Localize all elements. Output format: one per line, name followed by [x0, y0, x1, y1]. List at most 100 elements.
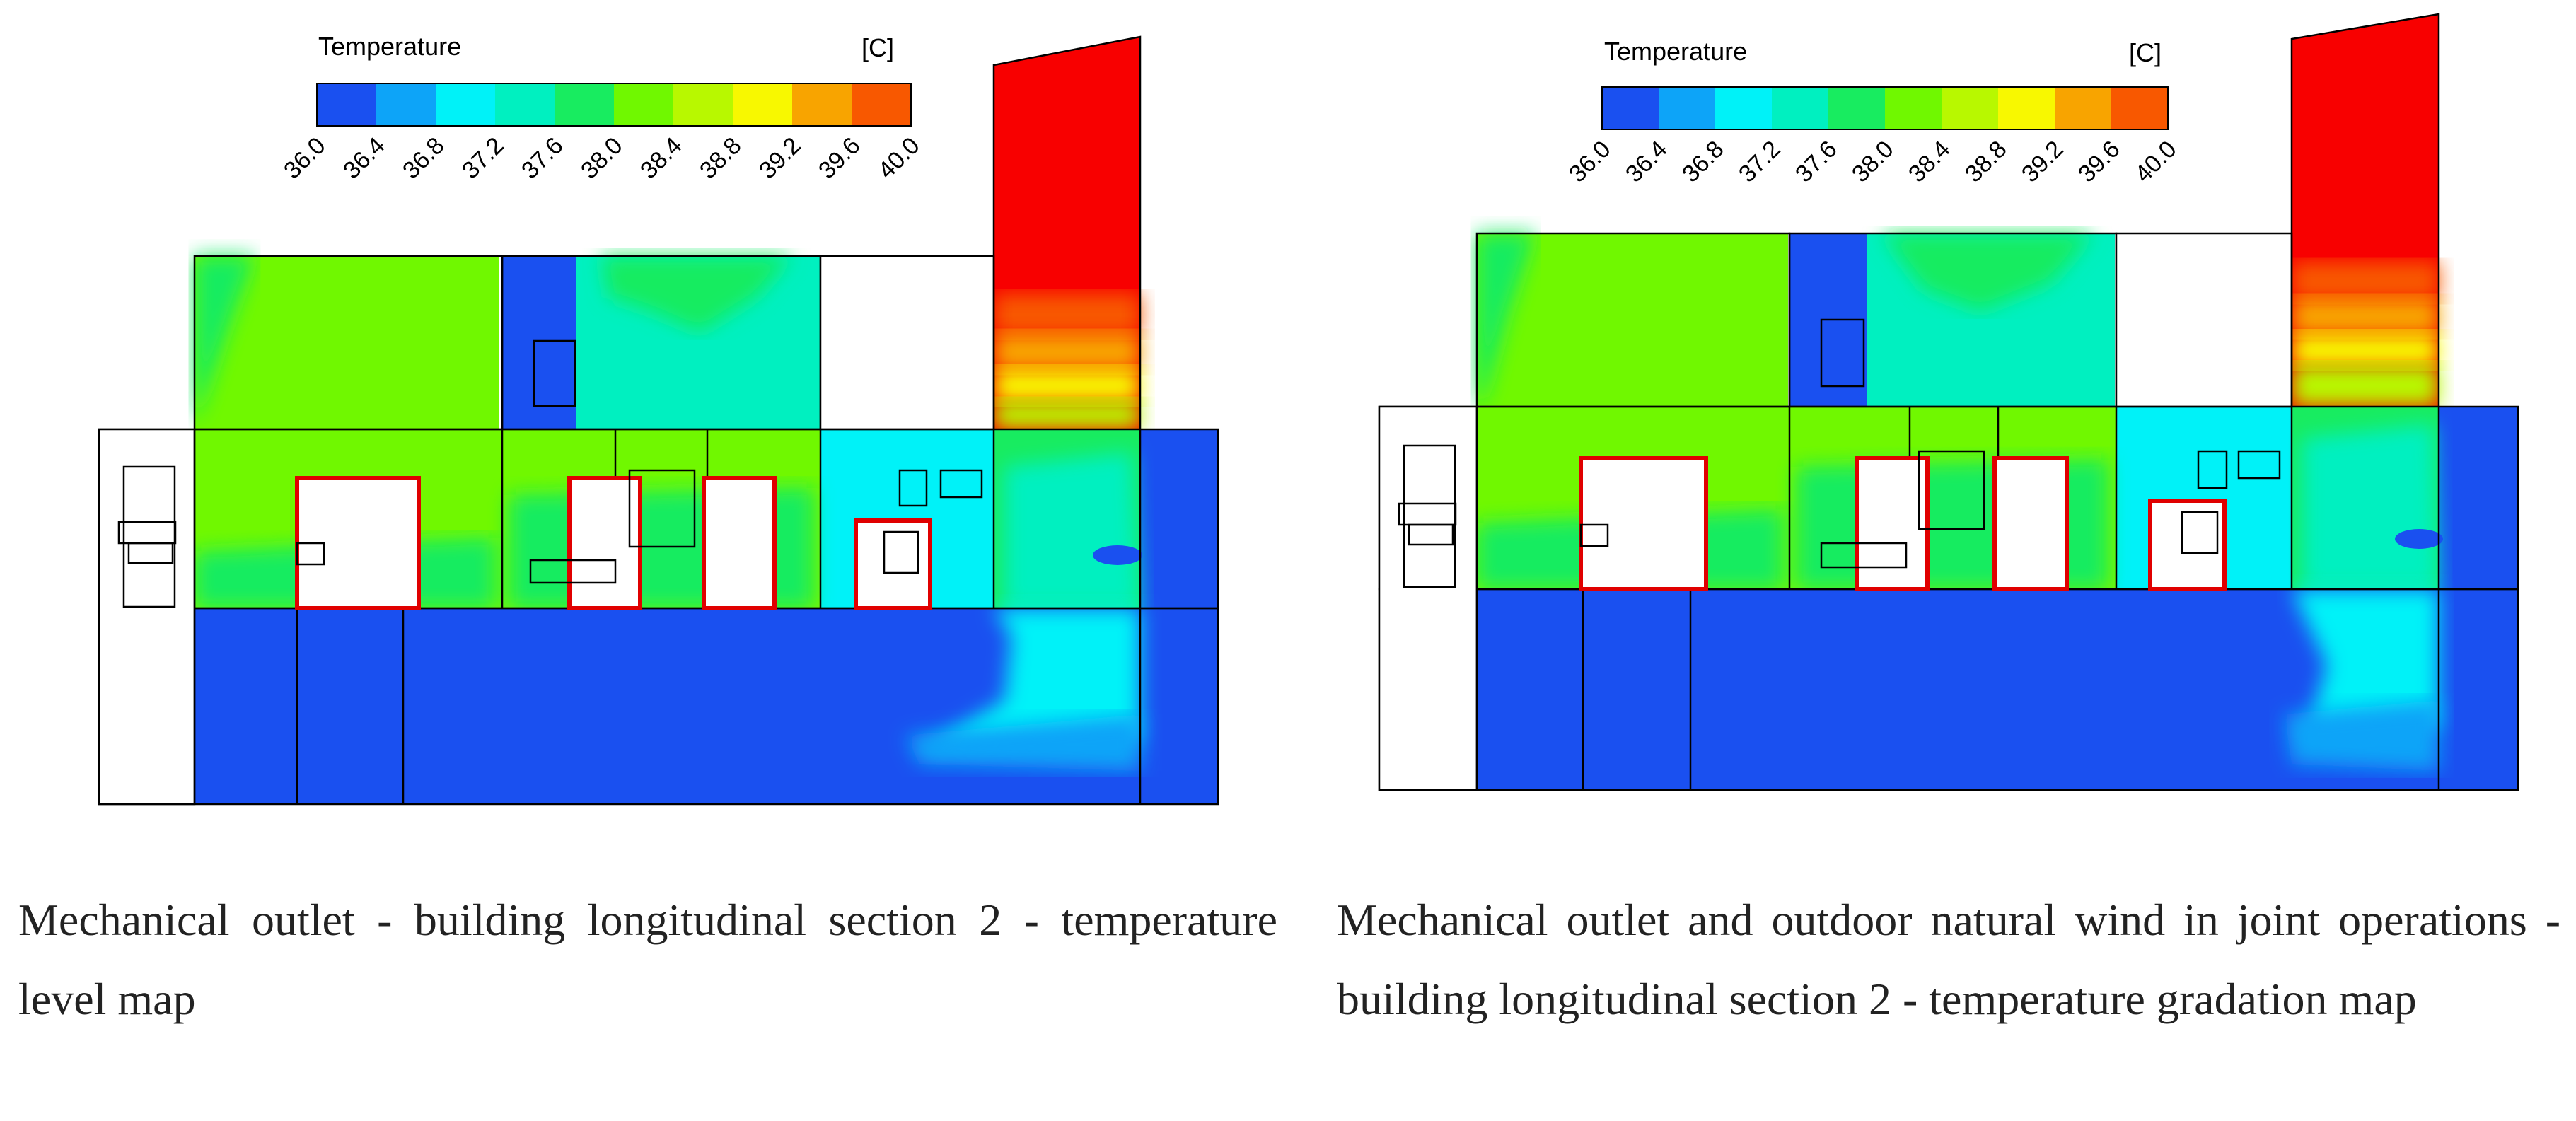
- left-legend-unit: [C]: [861, 33, 894, 62]
- left-panel: Temperature [C] 36.0 36.4 36.8 37.2: [98, 32, 1219, 806]
- right-legend-swatch-8: [1998, 87, 2055, 129]
- left-upper-mid-green-plume: [601, 256, 792, 332]
- left-legend-tick: 38.0: [576, 132, 628, 185]
- left-legend-tick: 36.4: [338, 132, 390, 185]
- left-fixture-box: [883, 530, 919, 574]
- right-temperature-field: [1477, 14, 2518, 790]
- right-legend-swatch-9: [2055, 87, 2111, 129]
- right-legend-swatch-4: [1772, 87, 1828, 129]
- left-lower-bluelight-halo: [905, 714, 1140, 771]
- left-lower-cyan-plume: [919, 608, 1140, 750]
- left-upper-left-room-fill: [195, 256, 499, 429]
- left-upper-left-room-green-band: [195, 256, 255, 424]
- right-legend-swatch-2: [1659, 87, 1715, 129]
- right-legend-tick: 38.0: [1847, 136, 1899, 188]
- right-chimney-green: [2292, 364, 2439, 407]
- right-fixture-box: [1579, 523, 1609, 547]
- left-legend-swatch-4: [495, 83, 555, 126]
- left-legend-title: Temperature: [318, 32, 461, 61]
- right-chimney-orangered: [2292, 262, 2439, 301]
- left-chimney-green: [994, 400, 1140, 429]
- right-upper-mid-green-plume: [1881, 233, 2094, 311]
- left-legend-swatch-7: [673, 83, 733, 126]
- right-legend-tick: 36.8: [1677, 136, 1729, 188]
- right-upper-left-green-band: [1477, 233, 1535, 407]
- left-chimney-orange: [994, 332, 1140, 371]
- left-outline-left-stair-block: [98, 428, 196, 806]
- left-legend-tick: 36.0: [279, 132, 331, 185]
- right-building-outline: [1378, 13, 2519, 791]
- right-stair-step: [1408, 523, 1454, 546]
- right-legend-swatches: [1601, 86, 2169, 130]
- right-color-legend: Temperature [C] 36.0 36.4 36.8 37.2: [1564, 37, 2182, 187]
- right-legend-swatch-3: [1715, 87, 1772, 129]
- left-legend-tick: 37.2: [457, 132, 509, 185]
- left-color-legend: Temperature [C] 36.0 36.4 36.8 37.2: [279, 32, 925, 184]
- right-legend-tick: 39.2: [2017, 136, 2069, 188]
- left-chimney-yellow: [994, 368, 1140, 403]
- left-legend-swatch-3: [436, 83, 495, 126]
- left-legend-swatch-8: [733, 83, 792, 126]
- left-legend-tick: 39.2: [754, 132, 806, 185]
- left-legend-tick: 37.6: [516, 132, 569, 185]
- left-panel-caption: Mechanical outlet - building longitudina…: [18, 895, 1277, 1024]
- left-door-3: [702, 476, 777, 610]
- right-fixture-box: [2197, 450, 2228, 489]
- left-building-outline: [98, 35, 1219, 806]
- left-chimney-orangered: [994, 294, 1140, 336]
- right-lower-cyan-plume: [2292, 589, 2439, 736]
- right-outline-upper-empty: [2115, 232, 2293, 408]
- left-fixture-box: [296, 542, 325, 566]
- left-legend-swatch-6: [614, 83, 673, 126]
- right-fixture-box: [2237, 450, 2281, 480]
- right-legend-tick: 39.6: [2073, 136, 2125, 188]
- left-door-2: [567, 476, 642, 610]
- right-door-1: [1579, 456, 1708, 591]
- right-legend-swatch-1: [1602, 87, 1659, 129]
- right-chimney-yellow: [2292, 332, 2439, 368]
- left-middle-blue-spot: [1093, 545, 1142, 565]
- right-legend-unit: [C]: [2129, 38, 2162, 67]
- left-fixture-box: [533, 339, 576, 407]
- right-middle-far-right-fill: [2439, 407, 2518, 589]
- left-legend-tick: 38.4: [635, 132, 687, 185]
- left-legend-tick: 39.6: [813, 132, 866, 185]
- left-legend-tick: 38.8: [695, 132, 747, 185]
- left-stair-step: [127, 542, 174, 564]
- right-legend-tick: 36.4: [1620, 136, 1673, 188]
- left-fixture-box: [898, 469, 928, 507]
- right-legend-tick: 36.0: [1564, 136, 1616, 188]
- right-fixture-box: [1820, 318, 1865, 388]
- left-fixture-box: [529, 559, 617, 584]
- right-legend-tick: 38.4: [1903, 136, 1956, 188]
- left-legend-frame: [316, 83, 912, 127]
- right-middle-aqua-plume: [2302, 424, 2439, 589]
- right-legend-tick: 37.6: [1790, 136, 1843, 188]
- left-outline-chimney: [992, 35, 1142, 429]
- right-legend-swatch-6: [1885, 87, 1942, 129]
- right-legend-tick: 37.2: [1734, 136, 1786, 188]
- right-fixture-box: [1820, 542, 1908, 569]
- left-fixture-box: [939, 469, 983, 499]
- left-legend-tick: 36.8: [398, 132, 450, 185]
- right-outline-chimney: [2290, 13, 2440, 407]
- right-outline-left-stair-block: [1378, 405, 1478, 791]
- right-upper-left-room-fill: [1477, 233, 1788, 407]
- left-legend-swatch-10: [852, 83, 911, 126]
- left-middle-far-right-fill: [1140, 429, 1218, 608]
- left-legend-tick: 40.0: [873, 132, 925, 185]
- left-legend-swatch-1: [317, 83, 376, 126]
- right-door-3: [1992, 456, 2069, 591]
- left-legend-swatch-2: [376, 83, 436, 126]
- right-legend-frame: [1601, 86, 2169, 130]
- left-outline-upper-empty: [819, 255, 995, 431]
- left-legend-ticks: 36.0 36.4 36.8 37.2 37.6 38.0 38.4 38.8 …: [279, 132, 925, 185]
- right-legend-swatch-10: [2111, 87, 2168, 129]
- right-fixture-box: [1918, 450, 1985, 530]
- left-upper-blue-room-fill: [502, 256, 576, 429]
- right-chimney-orange: [2292, 297, 2439, 336]
- right-panel-caption: Mechanical outlet and outdoor natural wi…: [1337, 895, 2560, 1024]
- left-legend-swatch-9: [792, 83, 852, 126]
- left-middle-aqua-plume: [1004, 453, 1140, 608]
- left-fixture-box: [628, 469, 696, 548]
